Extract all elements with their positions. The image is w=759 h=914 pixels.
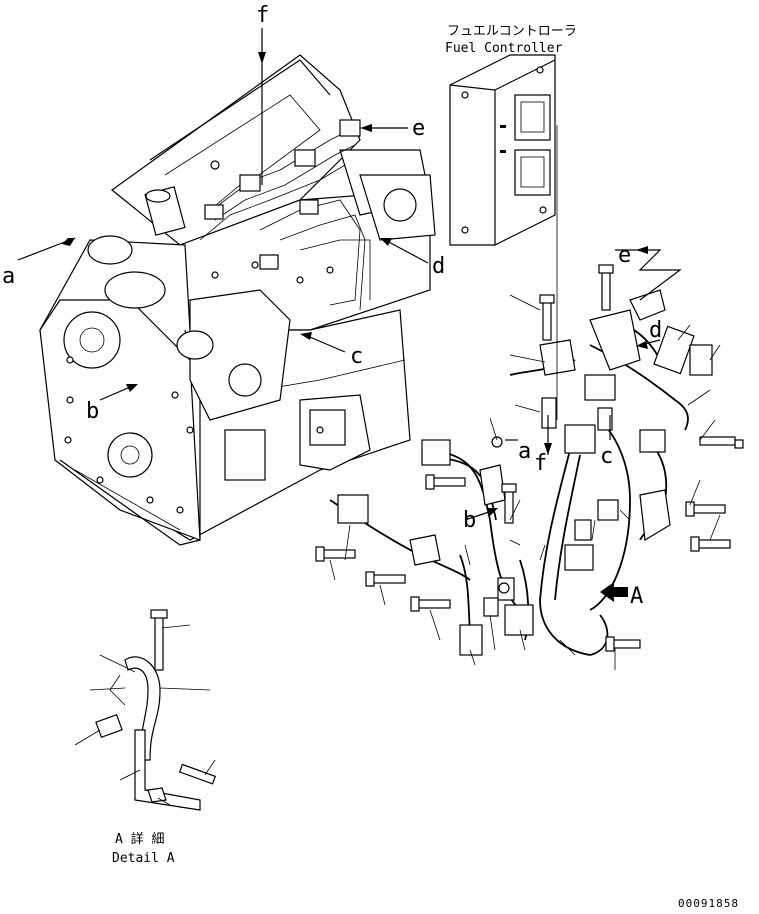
callout-f-right: f [534, 451, 547, 476]
detail-label-en: Detail A [112, 851, 175, 866]
leader-lines [17, 28, 721, 806]
callout-d-right: d [649, 318, 662, 343]
detail-a-drawing [95, 609, 217, 811]
callout-detail-a: A [630, 584, 643, 609]
callout-a-left: a [2, 264, 15, 289]
wiring-harness [315, 264, 744, 656]
callout-c-left: c [350, 344, 363, 369]
callout-e-top: e [412, 116, 425, 141]
callout-f-top: f [256, 3, 269, 28]
callout-b-left: b [86, 399, 99, 424]
controller-label-en: Fuel Controller [445, 41, 563, 56]
callout-d-left: d [432, 254, 445, 279]
callout-a-right: a [518, 439, 531, 464]
engine-assembly [39, 54, 436, 546]
callout-c-right: c [600, 444, 613, 469]
callout-e-right: e [618, 243, 631, 268]
controller-label-jp: フュエルコントローラ [447, 24, 577, 39]
drawing-number: 00091858 [678, 897, 739, 910]
detail-label-jp: A 詳 細 [115, 831, 164, 847]
fuel-controller-ecu [449, 54, 556, 246]
callout-b-right: b [463, 508, 476, 533]
